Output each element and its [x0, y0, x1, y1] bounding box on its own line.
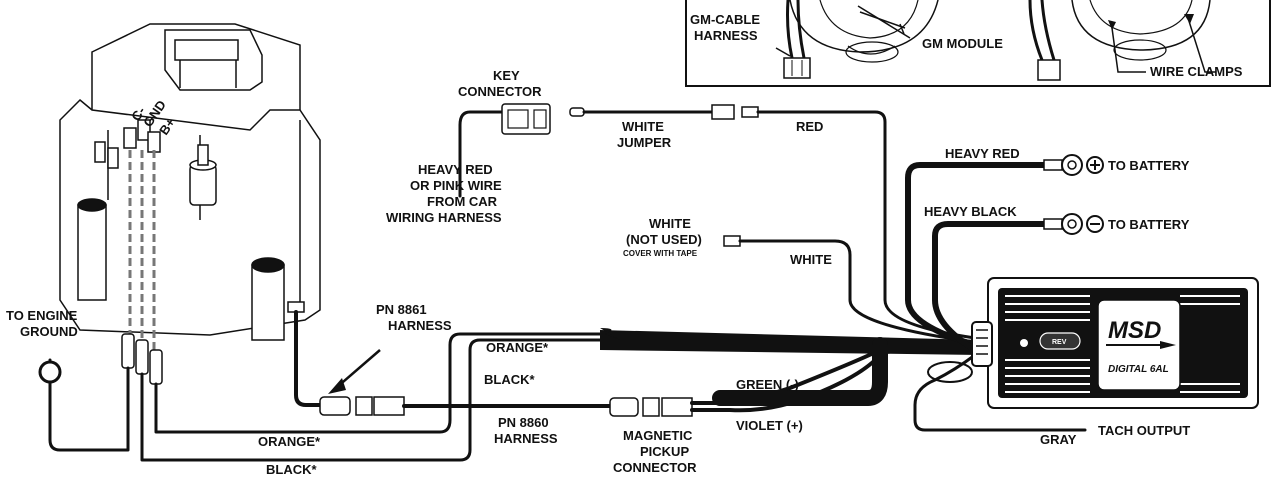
white-not-used-label-2: (NOT USED) [626, 232, 702, 247]
key-connector-label-1: KEY [493, 68, 520, 83]
heavy-red-pink-label-1: HEAVY RED [418, 162, 493, 177]
to-battery-neg-label: TO BATTERY [1108, 217, 1190, 232]
inset-panel: GM-CABLE HARNESS GM MODULE WIRE CLAMPS [685, 0, 1271, 87]
inset-gm-module-label: GM MODULE [922, 36, 1003, 51]
pn8861-arrow [328, 349, 381, 394]
green-neg-label: GREEN (-) [736, 377, 799, 392]
black-star-top-label: BLACK* [484, 372, 535, 387]
white-not-used-label-1: WHITE [649, 216, 691, 231]
white-jumper-label-1: WHITE [622, 119, 664, 134]
distributor [59, 23, 321, 385]
key-connector-label-2: CONNECTOR [458, 84, 542, 99]
battery-pos-symbol [1086, 156, 1104, 174]
labels: KEY CONNECTOR WHITE JUMPER RED HEAVY RED… [6, 68, 1190, 477]
magnetic-pickup-label-1: MAGNETIC [623, 428, 693, 443]
msd-ignition-box [971, 277, 1259, 409]
to-engine-ground-label-1: TO ENGINE [6, 308, 78, 323]
white-wire-label: WHITE [790, 252, 832, 267]
inset-gm-cable-label-2: HARNESS [694, 28, 758, 43]
msd-model-label: DIGITAL 6AL [1108, 364, 1169, 375]
heavy-red-pink-label-3: FROM CAR [427, 194, 498, 209]
orange-star-bottom-label: ORANGE* [258, 434, 321, 449]
magnetic-pickup-label-2: PICKUP [640, 444, 689, 459]
inset-gm-cable-label-1: GM-CABLE [690, 12, 760, 27]
magnetic-pickup-label-3: CONNECTOR [613, 460, 697, 475]
heavy-red-pink-label-2: OR PINK WIRE [410, 178, 502, 193]
to-engine-ground-label-2: GROUND [20, 324, 78, 339]
to-battery-pos-label: TO BATTERY [1108, 158, 1190, 173]
cover-with-tape-label: COVER WITH TAPE [623, 249, 698, 258]
black-star-bottom-label: BLACK* [266, 462, 317, 477]
msd-brand-logo: MSD [1108, 317, 1161, 344]
orange-star-top-label: ORANGE* [486, 340, 549, 355]
heavy-black-label: HEAVY BLACK [924, 204, 1017, 219]
white-jumper-label-2: JUMPER [617, 135, 672, 150]
rev-badge-label: REV [1052, 339, 1067, 346]
pn8861-label-1: PN 8861 [376, 302, 427, 317]
pn8860-label-2: HARNESS [494, 431, 558, 446]
pn8861-label-2: HARNESS [388, 318, 452, 333]
gray-wire-label: GRAY [1040, 432, 1077, 447]
violet-pos-label: VIOLET (+) [736, 418, 803, 433]
heavy-red-pink-label-4: WIRING HARNESS [386, 210, 502, 225]
heavy-red-label: HEAVY RED [945, 146, 1020, 161]
battery-neg-symbol [1086, 215, 1104, 233]
pn8860-label-1: PN 8860 [498, 415, 549, 430]
red-wire-label: RED [796, 119, 823, 134]
tach-output-label: TACH OUTPUT [1098, 423, 1190, 438]
inset-wire-clamps-label: WIRE CLAMPS [1150, 64, 1243, 79]
wires [38, 103, 1087, 462]
